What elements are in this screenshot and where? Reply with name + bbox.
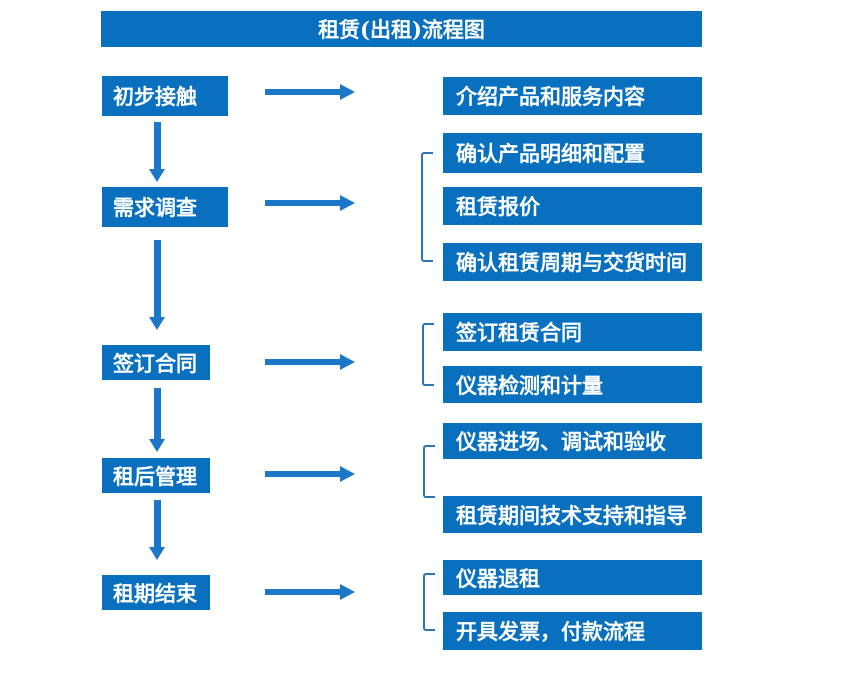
- detail-box-confirm-product-details: 确认产品明细和配置: [443, 133, 702, 173]
- detail-box-confirm-rental-period: 确认租赁周期与交货时间: [443, 243, 702, 281]
- detail-box-instrument-return: 仪器退租: [443, 560, 702, 595]
- detail-box-introduce-products: 介绍产品和服务内容: [443, 77, 702, 115]
- down-arrow-icon: [149, 240, 165, 330]
- stage-box-rental-end: 租期结束: [102, 575, 210, 610]
- detail-box-invoice-payment: 开具发票，付款流程: [443, 612, 702, 650]
- down-arrow-icon: [149, 500, 165, 560]
- detail-box-rental-quote: 租赁报价: [443, 187, 702, 225]
- group-bracket-demand-survey: [421, 152, 433, 262]
- detail-box-instrument-testing: 仪器检测和计量: [443, 366, 702, 403]
- down-arrow-icon: [149, 388, 165, 452]
- down-arrow-icon: [149, 122, 165, 182]
- detail-box-tech-support: 租赁期间技术支持和指导: [443, 496, 702, 533]
- stage-box-demand-survey: 需求调查: [102, 187, 228, 227]
- group-bracket-rental-end: [423, 573, 435, 631]
- right-arrow-icon: [265, 195, 355, 211]
- stage-box-sign-contract: 签订合同: [102, 345, 210, 380]
- stage-box-initial-contact: 初步接触: [102, 76, 228, 116]
- stage-box-post-rental-management: 租后管理: [102, 458, 210, 493]
- group-bracket-sign-contract: [422, 323, 434, 386]
- detail-box-instrument-arrival: 仪器进场、调试和验收: [443, 423, 702, 459]
- right-arrow-icon: [265, 354, 355, 370]
- detail-box-sign-rental-contract: 签订租赁合同: [443, 313, 702, 351]
- right-arrow-icon: [265, 84, 355, 100]
- right-arrow-icon: [265, 466, 355, 482]
- right-arrow-icon: [265, 584, 355, 600]
- group-bracket-post-rental-management: [423, 445, 435, 498]
- flowchart-title: 租赁(出租)流程图: [101, 11, 702, 47]
